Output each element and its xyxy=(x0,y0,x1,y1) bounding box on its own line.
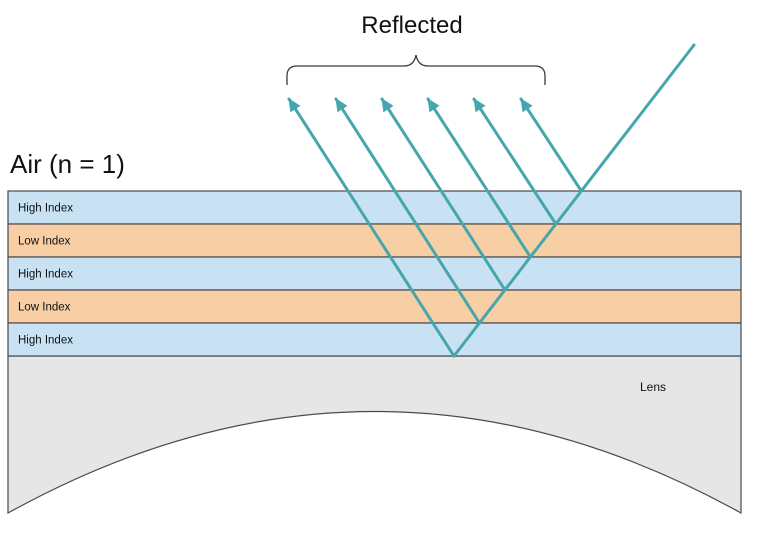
coating-layer-label: Low Index xyxy=(18,302,71,314)
reflected-ray-arrow xyxy=(472,97,558,226)
reflected-ray-arrow xyxy=(287,97,456,358)
coating-layer xyxy=(7,256,742,291)
incident-ray xyxy=(452,43,696,358)
reflected-ray-arrow xyxy=(426,97,532,259)
light-rays xyxy=(287,43,696,358)
coating-layer-label: High Index xyxy=(18,335,73,347)
air-medium-label: Air (n = 1) xyxy=(10,149,125,179)
reflected-ray-arrow xyxy=(519,97,583,193)
lens-substrate xyxy=(7,355,742,515)
coating-layer xyxy=(7,190,742,225)
coating-layer xyxy=(7,322,742,357)
coating-layer-label: High Index xyxy=(18,203,73,215)
reflected-ray-arrow xyxy=(334,97,481,325)
coating-layer-label: Low Index xyxy=(18,236,71,248)
reflected-bracket xyxy=(286,54,546,85)
coating-layer xyxy=(7,289,742,324)
reflected-ray-arrow xyxy=(380,97,507,292)
lens-label: Lens xyxy=(640,380,666,394)
coating-layer-label: High Index xyxy=(18,269,73,281)
coating-layer xyxy=(7,223,742,258)
reflected-title: Reflected xyxy=(361,12,462,39)
